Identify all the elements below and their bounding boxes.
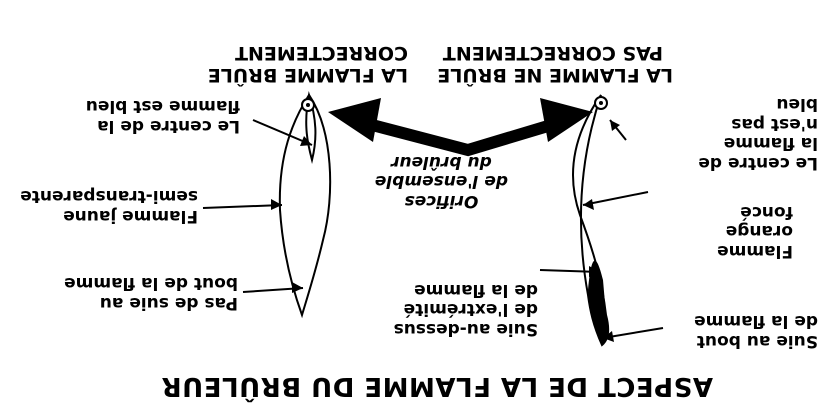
label-center-blue-line-2: flamme est bleu [86, 96, 240, 116]
pointer-orange-head [583, 199, 594, 210]
label-soot-tip: Suie au bout de la flamme [694, 311, 818, 350]
center-label-line-1: Orifices [375, 190, 508, 210]
label-no-soot-line-2: bout de la flamme [64, 273, 238, 293]
center-label-line-3: du brûleur [375, 151, 508, 171]
label-center-not-blue: Le centre de la flamme n'est pas bleu [698, 94, 818, 172]
diagram-title: ASPECT DE LA FLAMME DU BRÛLEUR [161, 370, 713, 400]
label-orange-line-1: Flamme [717, 240, 793, 260]
left-header-line-2: PAS CORRECTEMENT [437, 41, 663, 63]
label-soot-tip-line-2: de la flamme [694, 311, 818, 331]
left-header-line-1: LA FLAMME NE BRÛLE [437, 63, 673, 85]
orifice-arrow-line [353, 120, 568, 150]
right-burner-port-dot [306, 103, 310, 107]
label-center-not-blue-line-1: Le centre de [698, 152, 818, 172]
orifice-arrow-head-right [328, 98, 381, 142]
right-header: LA FLAMME BRÛLE CORRECTEMENT [208, 41, 408, 85]
pointer-orange [583, 192, 648, 205]
label-no-soot: Pas de suie au bout de la flamme [64, 273, 238, 312]
label-center-not-blue-line-4: bleu [698, 94, 818, 114]
left-burner-port-dot [599, 101, 603, 105]
label-yellow-line-1: Flamme jaune [20, 205, 198, 225]
label-soot-above-line-2: de l'extrémité [394, 299, 538, 319]
label-soot-above: Suie au-dessus de l'extrémité de la flam… [394, 279, 538, 338]
label-center-not-blue-line-3: n'est pas [698, 113, 818, 133]
label-yellow: Flamme jaune semi-transparente [20, 186, 198, 225]
label-center-blue-line-1: Le centre de la [86, 115, 240, 135]
right-flame-outline [280, 95, 330, 315]
left-header: LA FLAMME NE BRÛLE PAS CORRECTEMENT [437, 41, 673, 85]
center-label: Orifices de l'ensemble du brûleur [375, 151, 508, 210]
label-yellow-line-2: semi-transparente [20, 186, 198, 206]
label-soot-tip-line-1: Suie au bout [694, 330, 818, 350]
label-orange-line-2: orange [717, 221, 793, 241]
right-header-line-1: LA FLAMME BRÛLE [208, 63, 408, 85]
label-no-soot-line-1: Pas de suie au [64, 292, 238, 312]
label-soot-above-line-1: Suie au-dessus [394, 318, 538, 338]
label-center-not-blue-line-2: la flamme [698, 133, 818, 153]
right-header-line-2: CORRECTEMENT [208, 41, 408, 63]
label-soot-above-line-3: de la flamme [394, 279, 538, 299]
pointer-yellow [203, 205, 282, 208]
label-orange-line-3: foncé [717, 201, 793, 221]
label-orange: Flamme orange foncé [717, 201, 793, 260]
center-label-line-2: de l'ensemble [375, 171, 508, 191]
label-center-blue: Le centre de la flamme est bleu [86, 96, 240, 135]
